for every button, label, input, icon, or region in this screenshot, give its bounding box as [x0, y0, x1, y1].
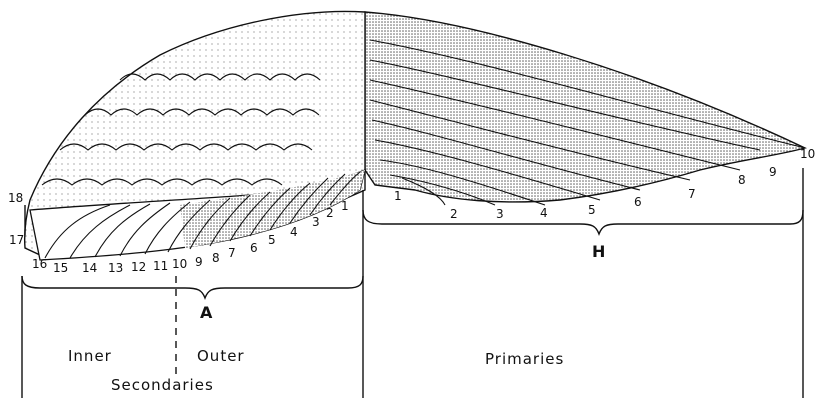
secondary-number-6: 6 — [250, 241, 258, 255]
primary-number-9: 9 — [769, 165, 777, 179]
primary-number-8: 8 — [738, 173, 746, 187]
label-outer: Outer — [197, 347, 245, 365]
secondary-number-16: 16 — [32, 257, 47, 271]
secondary-number-5: 5 — [268, 233, 276, 247]
secondary-number-4: 4 — [290, 225, 298, 239]
primary-number-10: 10 — [800, 147, 815, 161]
primary-number-4: 4 — [540, 206, 548, 220]
secondary-number-12: 12 — [131, 260, 146, 274]
secondary-number-10: 10 — [172, 257, 187, 271]
secondary-number-17: 17 — [9, 233, 24, 247]
label-inner: Inner — [68, 347, 112, 365]
primary-number-2: 2 — [450, 207, 458, 221]
label-h: H — [592, 242, 605, 261]
secondary-number-18: 18 — [8, 191, 23, 205]
primary-number-1: 1 — [394, 189, 402, 203]
brace-a — [22, 276, 363, 298]
primary-number-7: 7 — [688, 187, 696, 201]
secondary-number-1: 1 — [341, 199, 349, 213]
secondary-number-11: 11 — [153, 259, 168, 273]
secondary-number-9: 9 — [195, 255, 203, 269]
brace-h — [363, 210, 803, 234]
secondary-number-7: 7 — [228, 246, 236, 260]
secondary-number-15: 15 — [53, 261, 68, 275]
primary-number-6: 6 — [634, 195, 642, 209]
label-primaries: Primaries — [485, 350, 564, 368]
secondary-number-14: 14 — [82, 261, 97, 275]
secondary-number-8: 8 — [212, 251, 220, 265]
label-secondaries: Secondaries — [111, 376, 214, 394]
primary-number-3: 3 — [496, 207, 504, 221]
primary-number-5: 5 — [588, 203, 596, 217]
label-a: A — [200, 303, 213, 322]
secondary-number-13: 13 — [108, 261, 123, 275]
secondary-number-3: 3 — [312, 215, 320, 229]
secondary-number-2: 2 — [326, 206, 334, 220]
